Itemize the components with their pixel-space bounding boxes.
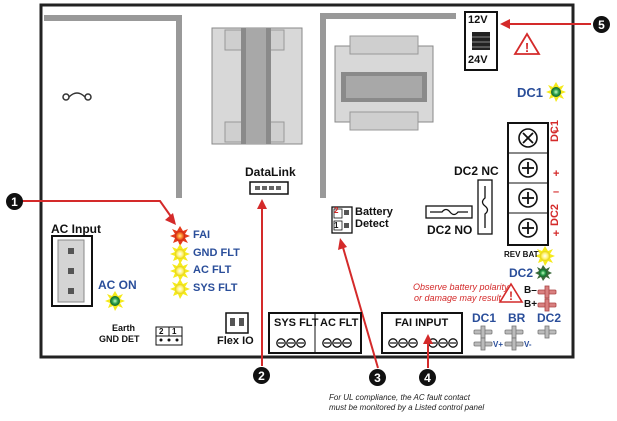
flex-io-label: Flex IO — [217, 335, 254, 347]
dc-output-terminal-block — [507, 122, 549, 246]
voltage-selector — [464, 11, 498, 71]
ul-note-line-2: must be monitored by a Listed control pa… — [329, 403, 485, 412]
battery-pads — [537, 285, 557, 312]
rev-bat-label: REV BAT — [504, 250, 539, 259]
callout-2: 2 — [253, 367, 270, 384]
b-minus-label: B– — [524, 285, 537, 296]
12v-label: 12V — [468, 14, 488, 26]
battery-pin-1-label: 1 — [334, 221, 339, 230]
dc1-led-label: DC1 — [517, 85, 544, 100]
b-plus-label: B+ — [524, 299, 538, 310]
datalink-connector — [249, 181, 289, 195]
ac-input-label: AC Input — [51, 222, 101, 236]
24v-label: 24V — [468, 54, 488, 66]
gnd-det-label: GND DET — [99, 334, 140, 344]
led-dc1 — [546, 82, 566, 102]
ac-on-label: AC ON — [98, 278, 137, 292]
svg-text:!: ! — [525, 40, 529, 55]
callout-1: 1 — [6, 193, 23, 210]
battery-label: Battery — [355, 206, 393, 218]
dc1-minus-label: – — [553, 125, 560, 137]
dc1-pad-label: DC1 — [472, 311, 497, 325]
gnd-det-pin-1-label: 1 — [172, 327, 177, 336]
ul-note-line-1: For UL compliance, the AC fault contact — [329, 393, 470, 402]
polarity-warning-line-2: or damage may result — [414, 293, 502, 303]
polarity-warning-line-1: Observe battery polarity — [413, 282, 509, 292]
callout-4-arrowhead — [423, 334, 433, 344]
datalink-label: DataLink — [245, 165, 296, 179]
warning-icon: ! — [513, 32, 541, 55]
dc2-minus-label: – — [553, 186, 560, 198]
transformer-left — [211, 27, 303, 145]
fault-terminal-block — [268, 312, 362, 354]
dc2-led-label: DC2 — [509, 266, 534, 280]
flex-io-connector — [225, 312, 249, 334]
br-pad-label: BR — [508, 311, 526, 325]
transformer-right — [334, 35, 434, 131]
fai-input-terminal-block — [381, 312, 463, 354]
gnd-det-pin-2-label: 2 — [159, 327, 164, 336]
sys-flt-label: SYS FLT — [193, 282, 238, 294]
callout-3: 3 — [369, 369, 386, 386]
led-dc2 — [535, 265, 552, 281]
led-rev-bat — [535, 246, 555, 266]
dc1-plus-label: + — [553, 168, 560, 180]
led-ac-on — [105, 291, 125, 311]
left-bracket — [44, 15, 182, 198]
dc1-side-label: DC1 — [549, 119, 561, 142]
led-ac-flt — [170, 261, 190, 281]
ac-flt-block-label: AC FLT — [320, 317, 359, 329]
sys-flt-block-label: SYS FLT — [274, 317, 319, 329]
led-sys-flt — [170, 279, 190, 299]
detect-label: Detect — [355, 218, 389, 230]
led-gnd-flt — [170, 244, 190, 264]
output-pads — [473, 325, 557, 351]
dc2-jumper — [425, 179, 493, 235]
callout-4: 4 — [419, 369, 436, 386]
callout-1-line — [22, 200, 173, 219]
callout-2-arrowhead — [257, 199, 267, 209]
gnd-flt-label: GND FLT — [193, 247, 240, 259]
link-symbol — [62, 92, 92, 101]
callout-5-arrowhead — [500, 19, 510, 29]
fai-input-label: FAI INPUT — [395, 317, 449, 329]
callout-3-line — [341, 243, 379, 369]
battery-pin-2-label: 2 — [334, 206, 339, 215]
dc2-nc-label: DC2 NC — [454, 164, 499, 178]
dc2-no-label: DC2 NO — [427, 223, 473, 237]
battery-warning-icon: ! — [498, 282, 524, 303]
dc2-side-label: DC2 — [549, 203, 561, 226]
earth-label: Earth — [112, 323, 136, 333]
callout-3-arrowhead — [338, 238, 347, 250]
battery-detect-connector — [331, 206, 353, 234]
ac-input-connector — [51, 235, 93, 307]
led-fai — [170, 226, 190, 246]
v-minus-label: V- — [524, 340, 532, 349]
gnd-det-jumper — [155, 326, 183, 346]
callout-5: 5 — [593, 16, 610, 33]
right-bracket — [320, 13, 456, 198]
dc2-pad-label: DC2 — [537, 311, 562, 325]
ac-flt-label: AC FLT — [193, 264, 232, 276]
dc2-plus-label: + — [553, 228, 560, 240]
v-plus-label: V+ — [493, 340, 504, 349]
fai-label: FAI — [193, 229, 211, 241]
svg-text:!: ! — [509, 289, 513, 303]
callout-1-arrowhead — [165, 213, 176, 225]
